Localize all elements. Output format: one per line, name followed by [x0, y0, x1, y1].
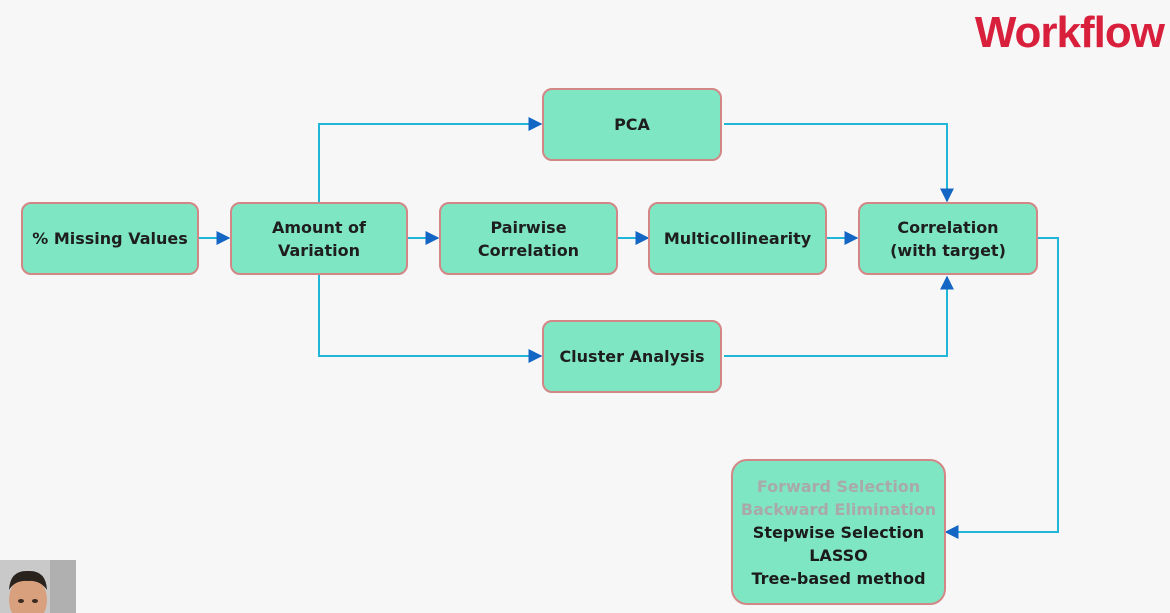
node-multicollinearity: Multicollinearity: [648, 202, 827, 275]
method-backward-elimination: Backward Elimination: [740, 499, 937, 519]
node-multicollinearity-label: Multicollinearity: [663, 229, 812, 248]
node-pca: PCA: [542, 88, 722, 161]
node-pairwise-correlation-line-2: Correlation: [477, 240, 580, 260]
edge-variation-to-pca: [318, 117, 543, 202]
edge-pca-to-correlation: [724, 123, 954, 203]
edge-correlation-to-methods: [944, 237, 1059, 539]
node-pairwise-correlation: Pairwise Correlation: [439, 202, 618, 275]
node-cluster-analysis-label: Cluster Analysis: [559, 347, 705, 366]
method-stepwise-selection: Stepwise Selection: [752, 522, 925, 542]
node-pairwise-correlation-line-1: Pairwise: [490, 217, 567, 237]
edge-variation-to-cluster: [318, 275, 543, 363]
node-correlation-with-target: Correlation (with target): [858, 202, 1038, 275]
node-cluster-analysis: Cluster Analysis: [542, 320, 722, 393]
method-lasso: LASSO: [809, 545, 868, 565]
node-selection-methods: Forward Selection Backward Elimination S…: [731, 459, 946, 605]
presenter-image: [0, 560, 76, 613]
node-amount-of-variation: Amount of Variation: [230, 202, 408, 275]
node-amount-of-variation-line-1: Amount of: [272, 217, 366, 237]
edge-cluster-to-correlation: [724, 275, 954, 357]
node-missing-values-label: % Missing Values: [32, 229, 188, 248]
node-amount-of-variation-line-2: Variation: [278, 240, 360, 260]
presenter-webcam-thumbnail: [0, 560, 76, 613]
node-missing-values: % Missing Values: [21, 202, 199, 275]
node-pca-label: PCA: [614, 115, 650, 134]
node-correlation-line-1: Correlation: [897, 217, 999, 237]
method-forward-selection: Forward Selection: [756, 476, 921, 496]
slide-title: Workflow: [974, 8, 1165, 57]
method-tree-based: Tree-based method: [751, 568, 926, 588]
node-correlation-line-2: (with target): [890, 240, 1006, 260]
